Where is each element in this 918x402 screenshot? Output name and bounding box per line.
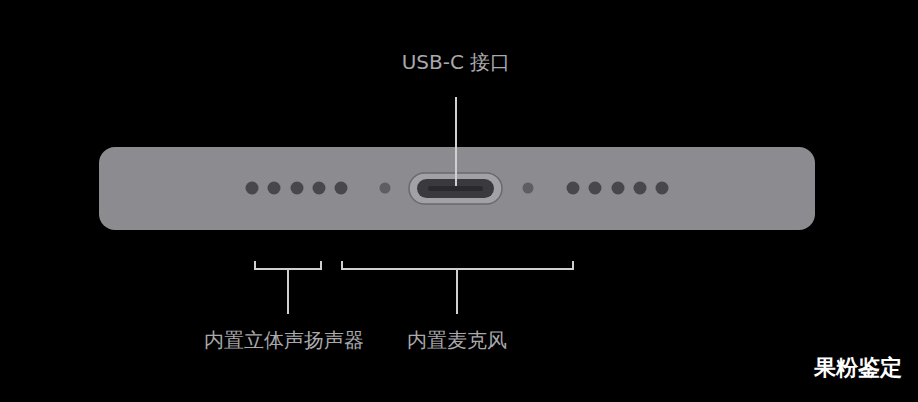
watermark: 果粉鉴定 (814, 355, 902, 381)
speaker-grille-right (567, 182, 669, 195)
port-label: USB-C 接口 (402, 50, 511, 74)
leader-lines (255, 97, 573, 314)
speaker-grille-left (246, 182, 348, 195)
speaker-label: 内置立体声扬声器 (204, 328, 364, 352)
microphone-label: 内置麦克风 (407, 328, 507, 352)
microphone-hole (380, 183, 391, 194)
microphone-hole (523, 183, 534, 194)
usb-c-tongue (428, 186, 483, 191)
